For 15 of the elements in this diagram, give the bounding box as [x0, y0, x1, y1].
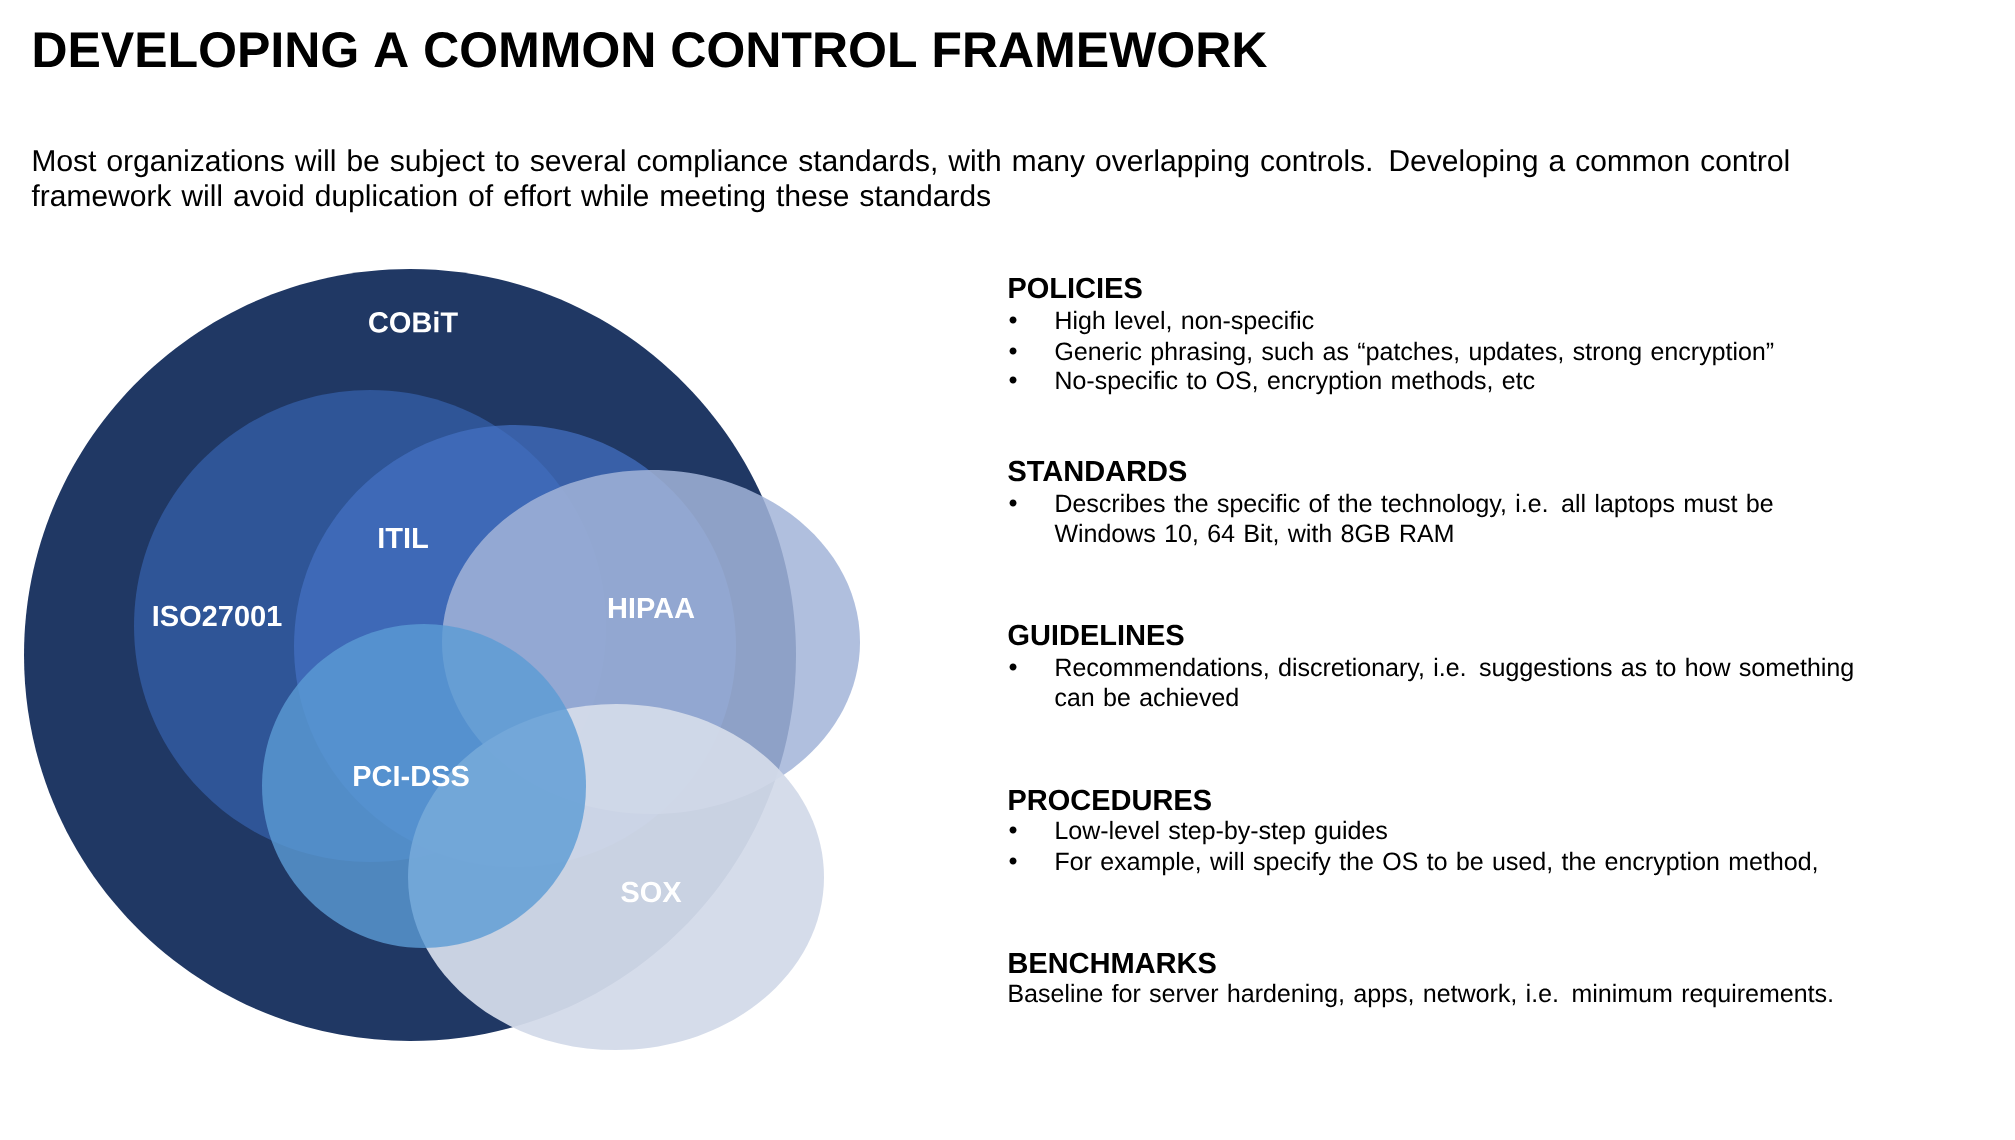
paragraph: Baseline for server hardening, apps, network, i.e. minimum requirements.	[1009, 983, 1832, 1008]
list-item: Describes the specific of the technology, i.e. all laptops must be Windows 10, 64 Bit, with 8GB RAM	[1054, 493, 1773, 546]
section-heading: POLICIES	[1009, 277, 1142, 299]
section-heading: PROCEDURES	[1009, 789, 1211, 811]
title: DEVELOPING A COMMON CONTROL FRAMEWORK	[34, 32, 1267, 68]
section-heading: GUIDELINES	[1008, 624, 1184, 646]
subtitle: Most organizations will be subject to several compliance standards, with many overlapping controls. Developing a common control framework will avoid duplication of effort while meeting these standards	[31, 149, 1789, 213]
list-item: For example, will specify the OS to be used, the encryption method,	[1056, 851, 1817, 876]
list-item: No-specific to OS, encryption methods, etc	[1056, 370, 1535, 395]
list-item: High level, non-specific	[1056, 310, 1314, 335]
section-heading: BENCHMARKS	[1009, 952, 1216, 974]
list-item: Recommendations, discretionary, i.e. suggestions as to how something can be achieved	[1055, 657, 1853, 707]
section-heading: STANDARDS	[1008, 460, 1187, 482]
list-item: Generic phrasing, such as “patches, updates, strong encryption”	[1055, 341, 1774, 366]
list-item: Low-level step-by-step guides	[1056, 820, 1387, 845]
